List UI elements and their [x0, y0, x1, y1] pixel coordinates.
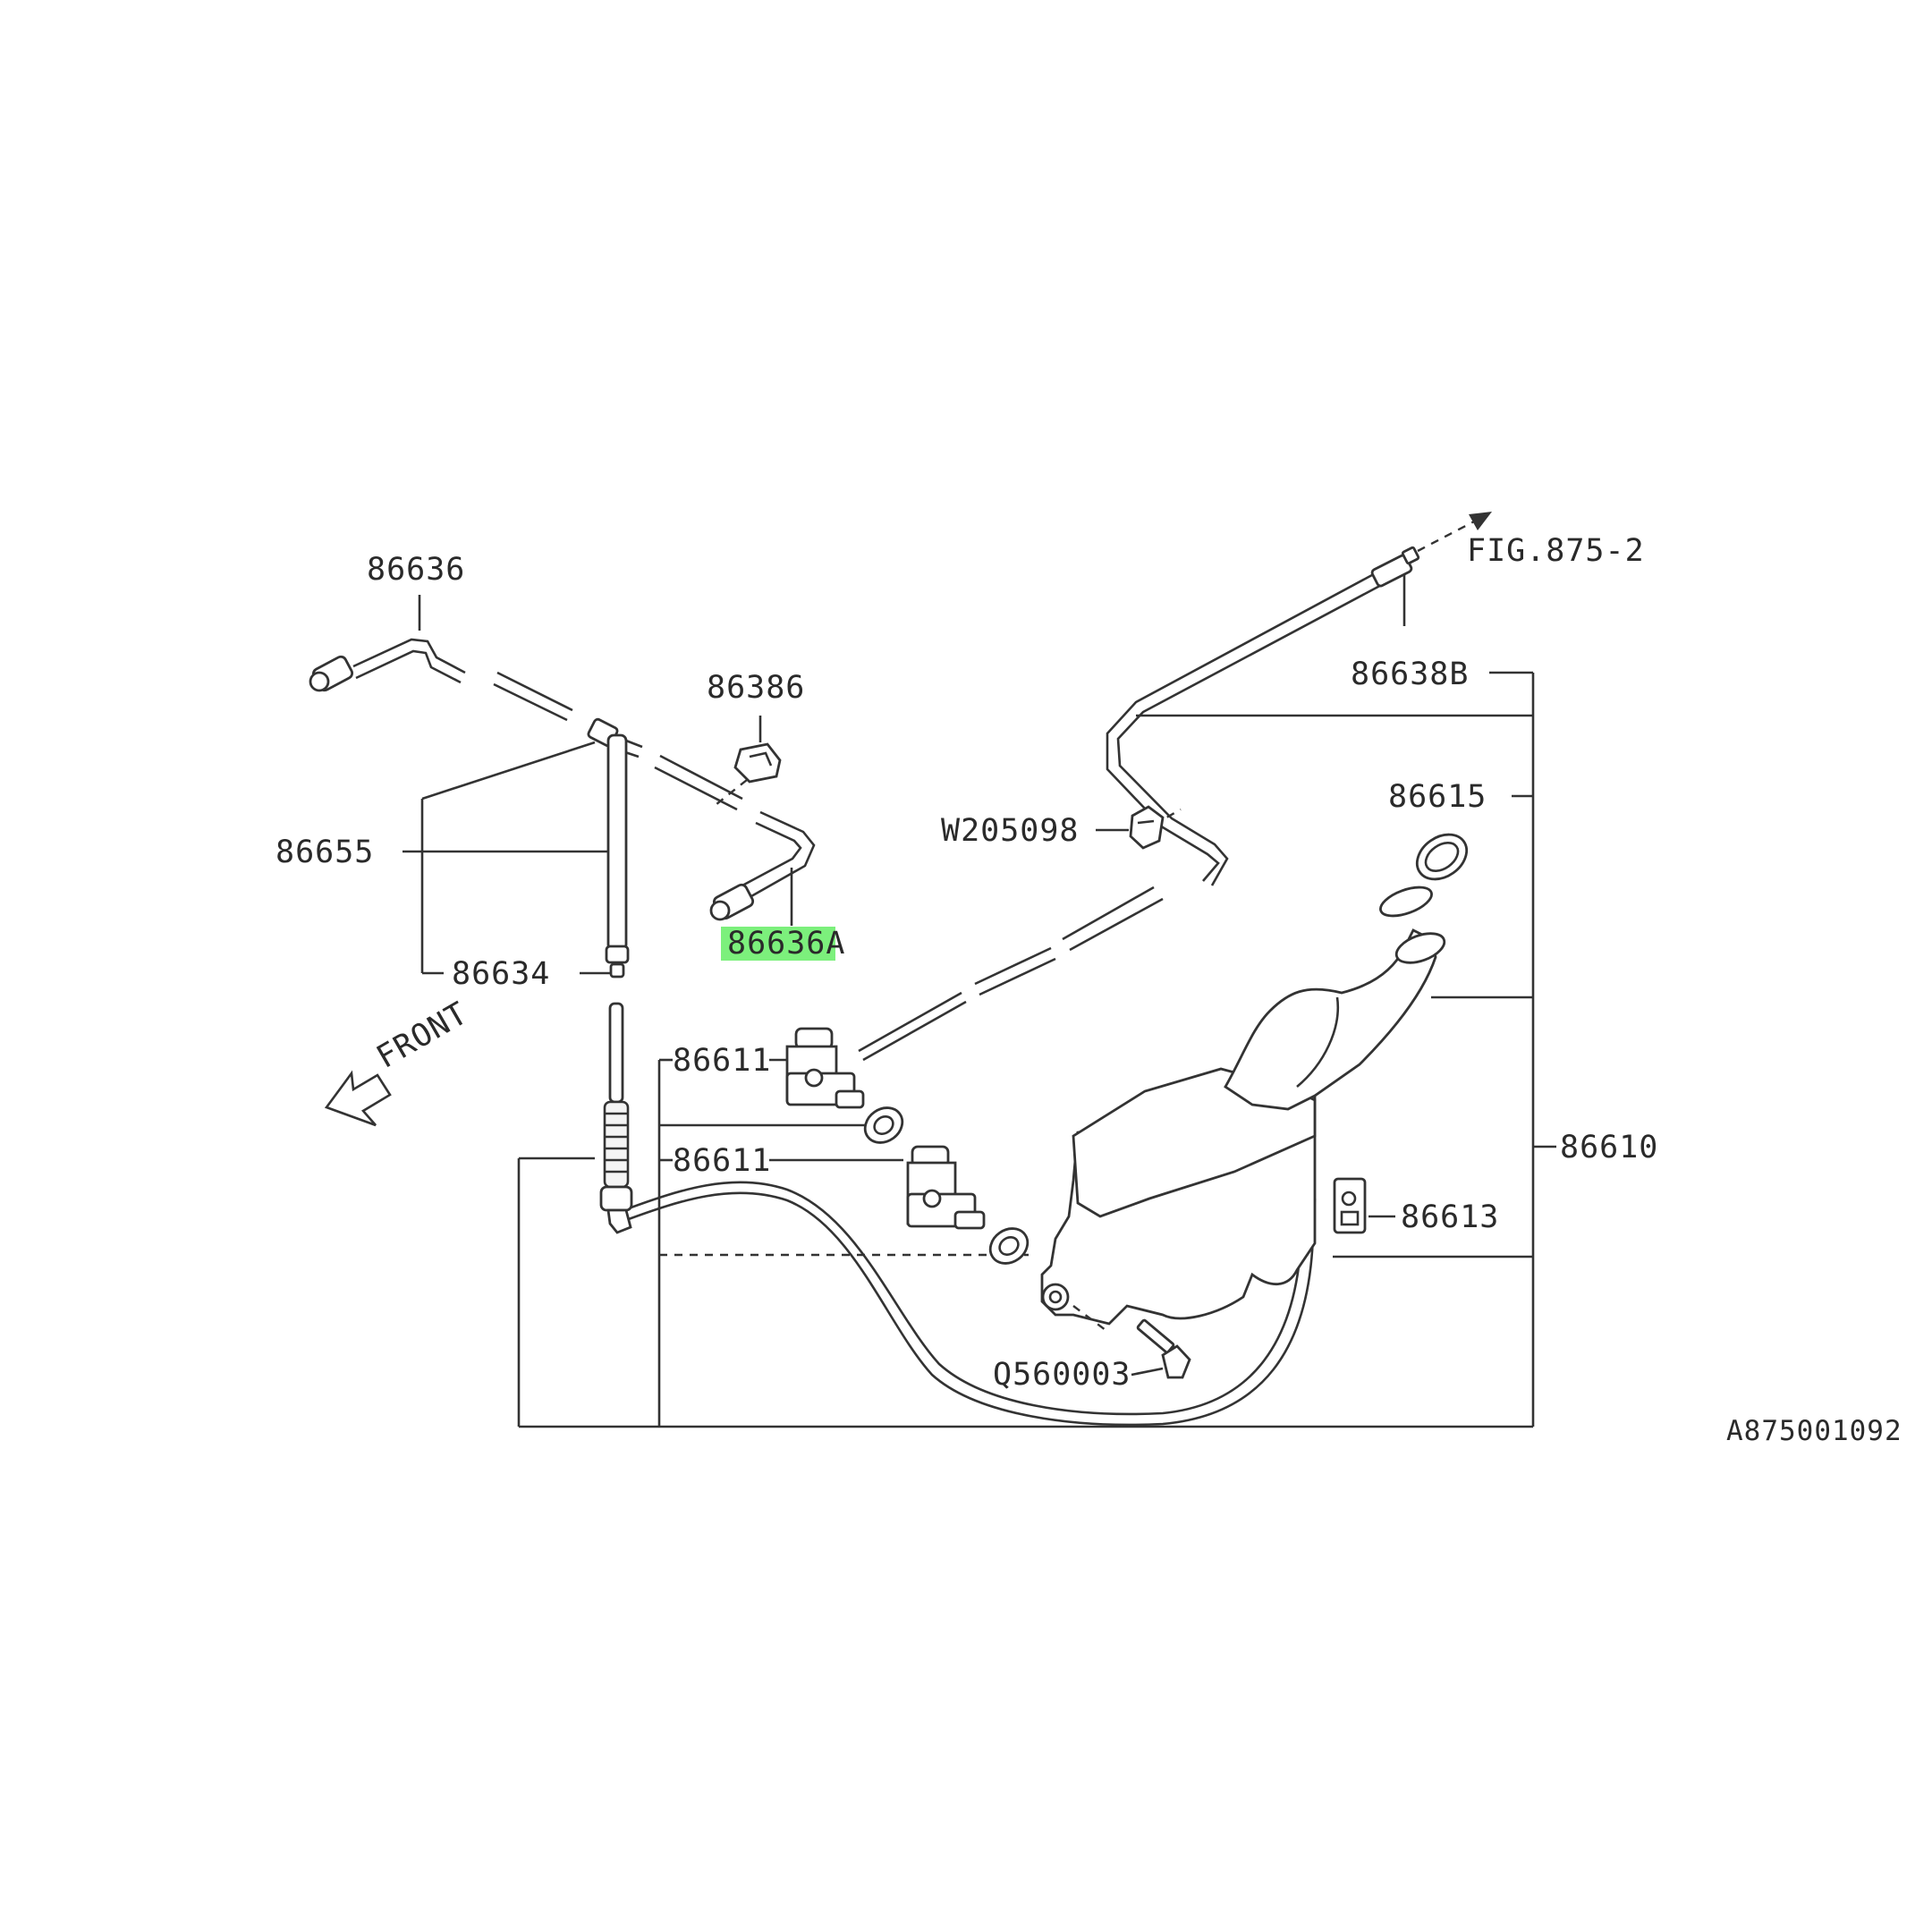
label-86613: 86613	[1401, 1199, 1499, 1235]
leader-lines	[402, 572, 1556, 1428]
label-W205098: W205098	[941, 813, 1080, 849]
label-front: FRONT	[371, 996, 475, 1076]
part-highlight	[721, 927, 835, 961]
clip-W205098-icon	[1129, 805, 1165, 850]
label-86636: 86636	[367, 552, 465, 588]
bolt-Q560003-icon	[1136, 1318, 1191, 1379]
hoses	[352, 546, 1420, 1427]
washer-nozzle-vertical-icon	[599, 1002, 633, 1234]
label-86636A: 86636A	[727, 926, 845, 962]
pump-upper-86611-icon	[785, 1027, 865, 1109]
label-86636A-suffix: A	[826, 926, 845, 962]
washer-tank-86610-icon	[1040, 928, 1446, 1334]
grommet-lower-icon	[988, 1227, 1030, 1265]
fig-reference-arrow-icon	[1417, 512, 1492, 553]
label-86634: 86634	[452, 956, 550, 992]
clip-86386-icon	[715, 742, 782, 806]
level-sensor-86613-icon	[1333, 1177, 1367, 1234]
label-86611-upper: 86611	[673, 1043, 771, 1079]
front-arrow-icon	[324, 1070, 392, 1127]
nozzle-left-icon	[309, 655, 354, 692]
label-86386: 86386	[707, 670, 805, 706]
label-86611-lower: 86611	[673, 1143, 771, 1179]
nozzle-right-icon	[709, 883, 755, 921]
cap-86615-icon	[1379, 833, 1469, 918]
label-figure-id: A875001092	[1726, 1415, 1902, 1447]
label-Q560003: Q560003	[993, 1357, 1131, 1393]
label-86655: 86655	[275, 835, 374, 870]
label-86636A-base: 86636	[727, 926, 826, 962]
grommet-upper-icon	[863, 1106, 904, 1144]
pump-lower-86611-icon	[906, 1145, 986, 1230]
label-86615: 86615	[1388, 779, 1487, 815]
label-86610: 86610	[1560, 1130, 1658, 1165]
label-86638B: 86638B	[1351, 657, 1469, 692]
label-fig-reference: FIG.875-2	[1467, 533, 1645, 569]
